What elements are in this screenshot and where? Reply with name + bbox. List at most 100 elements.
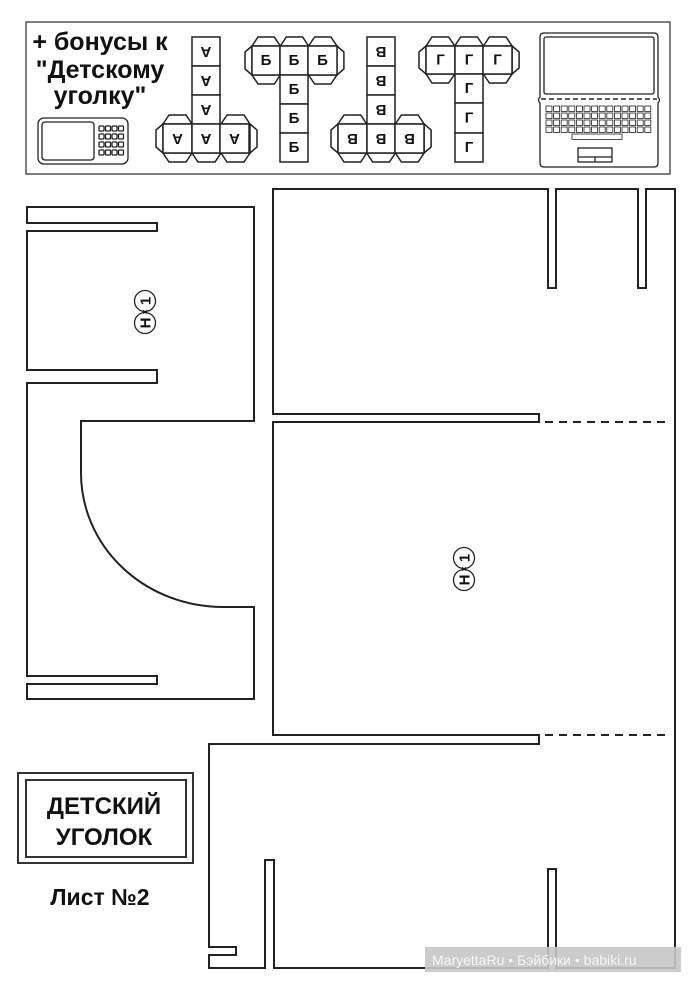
marker-times: × bbox=[460, 566, 471, 572]
glue-flap bbox=[161, 114, 194, 125]
cube-face bbox=[482, 45, 513, 75]
keypad-key bbox=[117, 149, 125, 156]
glue-flap bbox=[336, 114, 369, 125]
cube-face-letter: А bbox=[200, 130, 211, 147]
cube-face-letter: В bbox=[375, 72, 386, 89]
keyboard-key bbox=[591, 105, 598, 112]
keyboard-key bbox=[568, 112, 576, 119]
keyboard-key bbox=[568, 126, 576, 133]
cube-face-letter: Г bbox=[465, 52, 474, 69]
keypad-key bbox=[98, 133, 105, 140]
keyboard-key bbox=[560, 105, 568, 112]
glue-flap bbox=[278, 36, 311, 47]
keypad-key bbox=[104, 149, 112, 156]
keyboard-key bbox=[591, 119, 598, 126]
keyboard-key bbox=[614, 112, 621, 119]
keyboard-key bbox=[598, 126, 606, 133]
keyboard-key bbox=[560, 112, 568, 119]
keyboard-key bbox=[560, 119, 568, 126]
glue-flap bbox=[393, 114, 426, 125]
glue-flap bbox=[423, 122, 432, 155]
keypad-key bbox=[98, 149, 105, 156]
keyboard-key bbox=[621, 126, 629, 133]
keyboard-key bbox=[598, 112, 606, 119]
glue-flap bbox=[365, 152, 397, 163]
keyboard-key bbox=[606, 126, 614, 133]
glue-flap bbox=[155, 122, 164, 155]
cube-face bbox=[219, 123, 250, 154]
cube-face bbox=[366, 123, 396, 154]
glue-flap bbox=[424, 73, 457, 84]
quantity-marker-right: Н × 1 bbox=[452, 546, 476, 592]
watermark-text: MaryettaRu • Бэйбики • babiki.ru bbox=[432, 952, 637, 968]
keypad-key bbox=[111, 149, 118, 156]
glue-flap bbox=[481, 73, 514, 84]
keyboard-key bbox=[598, 105, 606, 112]
keypad-key bbox=[117, 125, 125, 132]
keypad-key bbox=[111, 125, 118, 132]
glue-flap bbox=[307, 36, 339, 47]
marker-letter: Н bbox=[457, 575, 474, 586]
keyboard-key bbox=[644, 126, 652, 133]
marker-letter: Н bbox=[138, 318, 155, 329]
watermark: MaryettaRu • Бэйбики • babiki.ru bbox=[425, 947, 681, 972]
keyboard-key bbox=[644, 119, 652, 126]
glue-flap bbox=[250, 74, 282, 85]
keyboard-key bbox=[614, 105, 621, 112]
left-wall-piece bbox=[26, 206, 255, 700]
cube-face bbox=[279, 103, 309, 134]
cube-face-letter: Б bbox=[317, 52, 328, 69]
keyboard-key bbox=[606, 112, 614, 119]
keyboard-key bbox=[598, 119, 606, 126]
glue-flap bbox=[330, 122, 339, 155]
glue-flap bbox=[161, 152, 194, 163]
cube-face-letter: Г bbox=[465, 139, 474, 156]
cube-face bbox=[454, 102, 484, 134]
cube-face bbox=[366, 65, 396, 96]
quantity-marker-left: Н × 1 bbox=[133, 289, 157, 335]
laptop-icon bbox=[537, 32, 661, 168]
cube-face-letter: Б bbox=[289, 110, 300, 127]
keypad-key bbox=[98, 141, 105, 148]
cube-face bbox=[191, 36, 221, 67]
marker-count: 1 bbox=[457, 554, 474, 562]
cube-face-letter: В bbox=[375, 130, 386, 147]
keyboard-key bbox=[644, 105, 652, 112]
cube-face bbox=[366, 94, 396, 125]
cube-face-letter: В bbox=[347, 130, 358, 147]
spacebar bbox=[571, 133, 623, 140]
keyboard-key bbox=[568, 119, 576, 126]
cube-face-letter: Б bbox=[289, 52, 300, 69]
keyboard-key bbox=[591, 112, 598, 119]
keyboard-key bbox=[553, 112, 560, 119]
keyboard-key bbox=[568, 105, 576, 112]
keyboard-key bbox=[606, 119, 614, 126]
glue-flap bbox=[418, 44, 427, 76]
cube-face-letter: Б bbox=[289, 81, 300, 98]
title-label-box: ДЕТСКИЙ УГОЛОК bbox=[17, 772, 194, 864]
cube-face bbox=[191, 65, 221, 96]
keyboard-key bbox=[636, 105, 644, 112]
cube-face bbox=[454, 132, 484, 163]
glue-flap bbox=[307, 74, 339, 85]
keyboard-key bbox=[583, 119, 591, 126]
keyboard-key bbox=[614, 119, 621, 126]
keyboard-key bbox=[545, 112, 553, 119]
glue-flap bbox=[336, 152, 369, 163]
keyboard-key bbox=[636, 112, 644, 119]
cube-face-letter: Б bbox=[289, 139, 300, 156]
cube-face-letter: Г bbox=[465, 110, 474, 127]
glue-flap bbox=[336, 44, 345, 77]
keypad-key bbox=[117, 133, 125, 140]
glue-flap bbox=[190, 152, 223, 163]
cube-face bbox=[251, 45, 281, 76]
glue-flap bbox=[393, 152, 426, 163]
keyboard-key bbox=[560, 126, 568, 133]
glue-flap bbox=[250, 36, 282, 47]
right-wall-piece bbox=[208, 188, 676, 969]
keyboard-key bbox=[576, 119, 583, 126]
